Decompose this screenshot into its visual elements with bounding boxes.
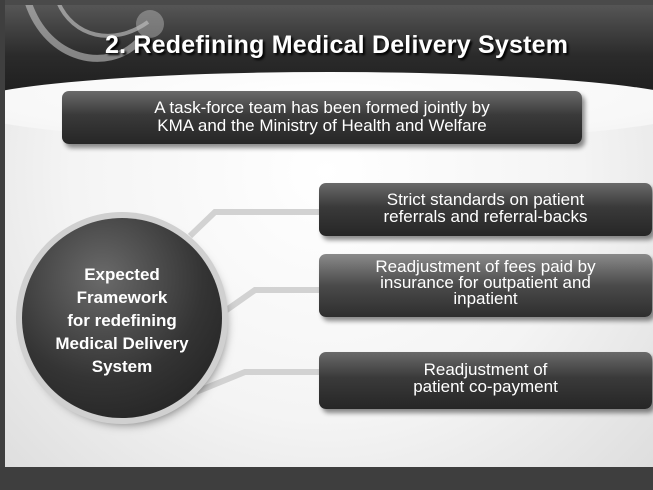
stethoscope-decoration-icon [24,2,164,62]
item-line: Readjustment of [423,360,548,379]
item-line: referrals and referral-backs [383,207,588,226]
frame-top [0,0,653,5]
intro-line: A task-force team has been formed jointl… [154,98,490,117]
item-line: Readjustment of fees paid by [375,257,596,276]
item-line: Strict standards on patient [386,190,585,209]
framework-label-line: System [91,357,153,376]
intro-box: A task-force team has been formed jointl… [62,91,582,144]
item-line: inpatient [453,289,518,308]
intro-line: KMA and the Ministry of Health and Welfa… [157,116,487,135]
connector-line-1 [187,209,320,239]
connector-line-3 [194,369,320,395]
footer-band [0,467,653,490]
item-box-insurance-fees: Readjustment of fees paid by insurance f… [319,254,652,317]
framework-label-line: Framework [76,288,168,307]
connector-line-2 [216,287,320,319]
item-line: insurance for outpatient and [380,273,591,292]
framework-label: Expected Framework for redefining Medica… [22,263,222,378]
slide-title: 2. Redefining Medical Delivery System [105,31,569,59]
framework-circle [22,218,222,418]
framework-label-line: Medical Delivery [55,334,189,353]
item-line: patient co-payment [413,377,558,396]
item-box-copayment: Readjustment of patient co-payment [319,352,652,409]
item-box-referrals: Strict standards on patient referrals an… [319,183,652,236]
frame-left [0,0,5,490]
framework-label-line: for redefining [67,311,177,330]
framework-label-line: Expected [84,265,160,284]
